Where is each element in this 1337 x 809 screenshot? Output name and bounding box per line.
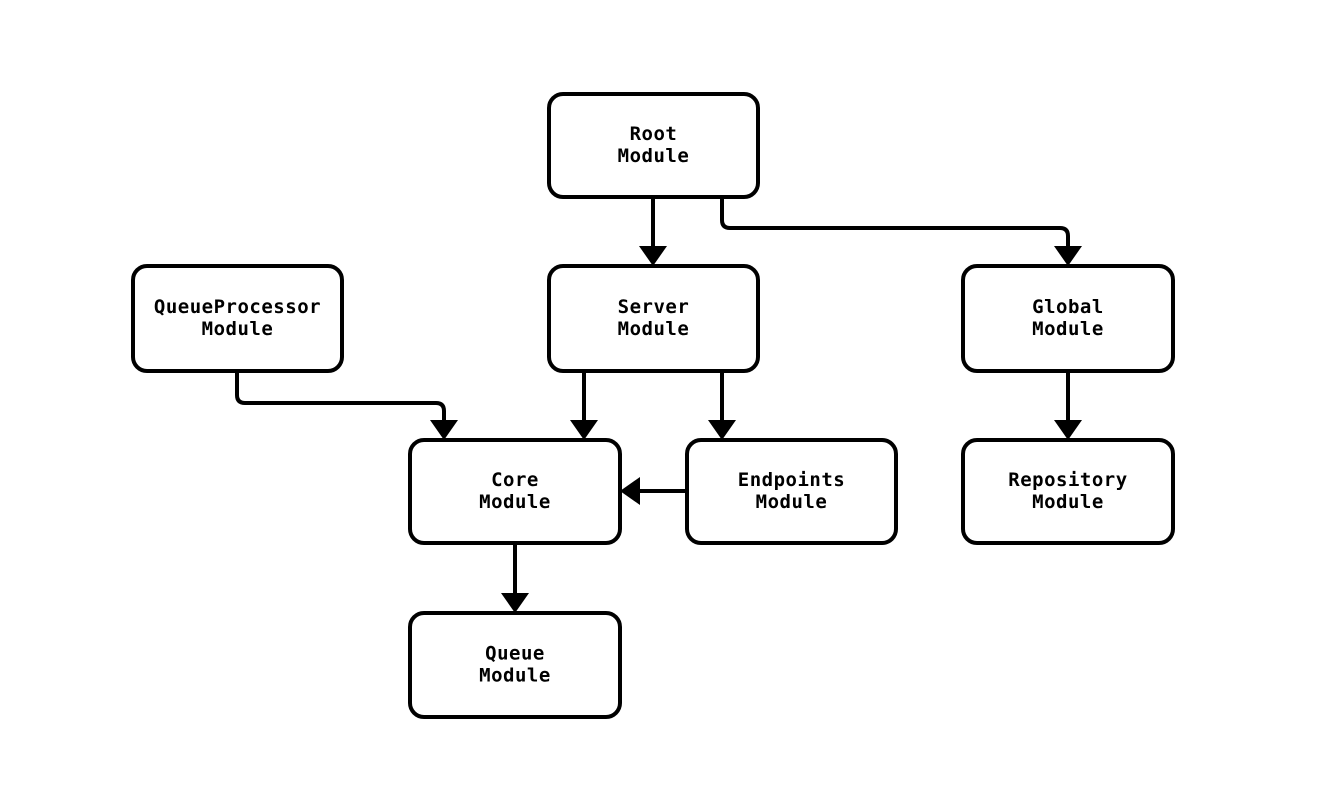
node-server-label-line1: Server [618, 296, 690, 318]
arrow-core-in-server-icon [570, 420, 598, 440]
arrowheads-layer [430, 246, 1082, 613]
arrow-repository-in-icon [1054, 420, 1082, 440]
node-queue-box[interactable] [408, 611, 622, 719]
node-repository-label-line1: Repository [1008, 469, 1127, 491]
node-endpoints-label-line2: Module [756, 491, 828, 513]
node-global-label-line2: Module [1032, 318, 1104, 340]
node-server-label-line2: Module [618, 318, 690, 340]
node-global-box[interactable] [961, 264, 1175, 373]
node-repository-label-line2: Module [1032, 491, 1104, 513]
arrow-queue-in-icon [501, 593, 529, 613]
node-endpoints-box[interactable] [685, 438, 898, 545]
node-queue-label-line1: Queue [485, 643, 545, 665]
node-queueprocessor-label-line1: QueueProcessor [154, 296, 321, 318]
node-queue-label-line2: Module [479, 665, 551, 687]
node-core-box[interactable] [408, 438, 622, 545]
node-endpoints-label-line1: Endpoints [738, 469, 845, 491]
node-global-label-line1: Global [1032, 296, 1104, 318]
nodes-layer: RootModuleQueueProcessorModuleServerModu… [131, 92, 1175, 719]
arrow-global-in-icon [1054, 246, 1082, 266]
node-server-box[interactable] [547, 264, 760, 373]
node-root-box[interactable] [547, 92, 760, 199]
node-core-label-line1: Core [491, 469, 539, 491]
node-root-label-line1: Root [630, 123, 678, 145]
arrow-server-in-icon [639, 246, 667, 266]
node-repository-box[interactable] [961, 438, 1175, 545]
node-queueprocessor-label-line2: Module [202, 318, 274, 340]
edge-queueprocessor-to-core [235, 371, 446, 426]
arrow-core-in-queueprocessor-icon [430, 420, 458, 440]
node-core-label-line2: Module [479, 491, 551, 513]
node-root-label-line2: Module [618, 145, 690, 167]
node-queueprocessor-box[interactable] [131, 264, 344, 373]
arrow-endpoints-in-icon [708, 420, 736, 440]
arrow-core-in-endpoints-icon [620, 477, 640, 505]
edge-root-to-global [720, 197, 1070, 252]
edges-layer [235, 197, 1070, 599]
